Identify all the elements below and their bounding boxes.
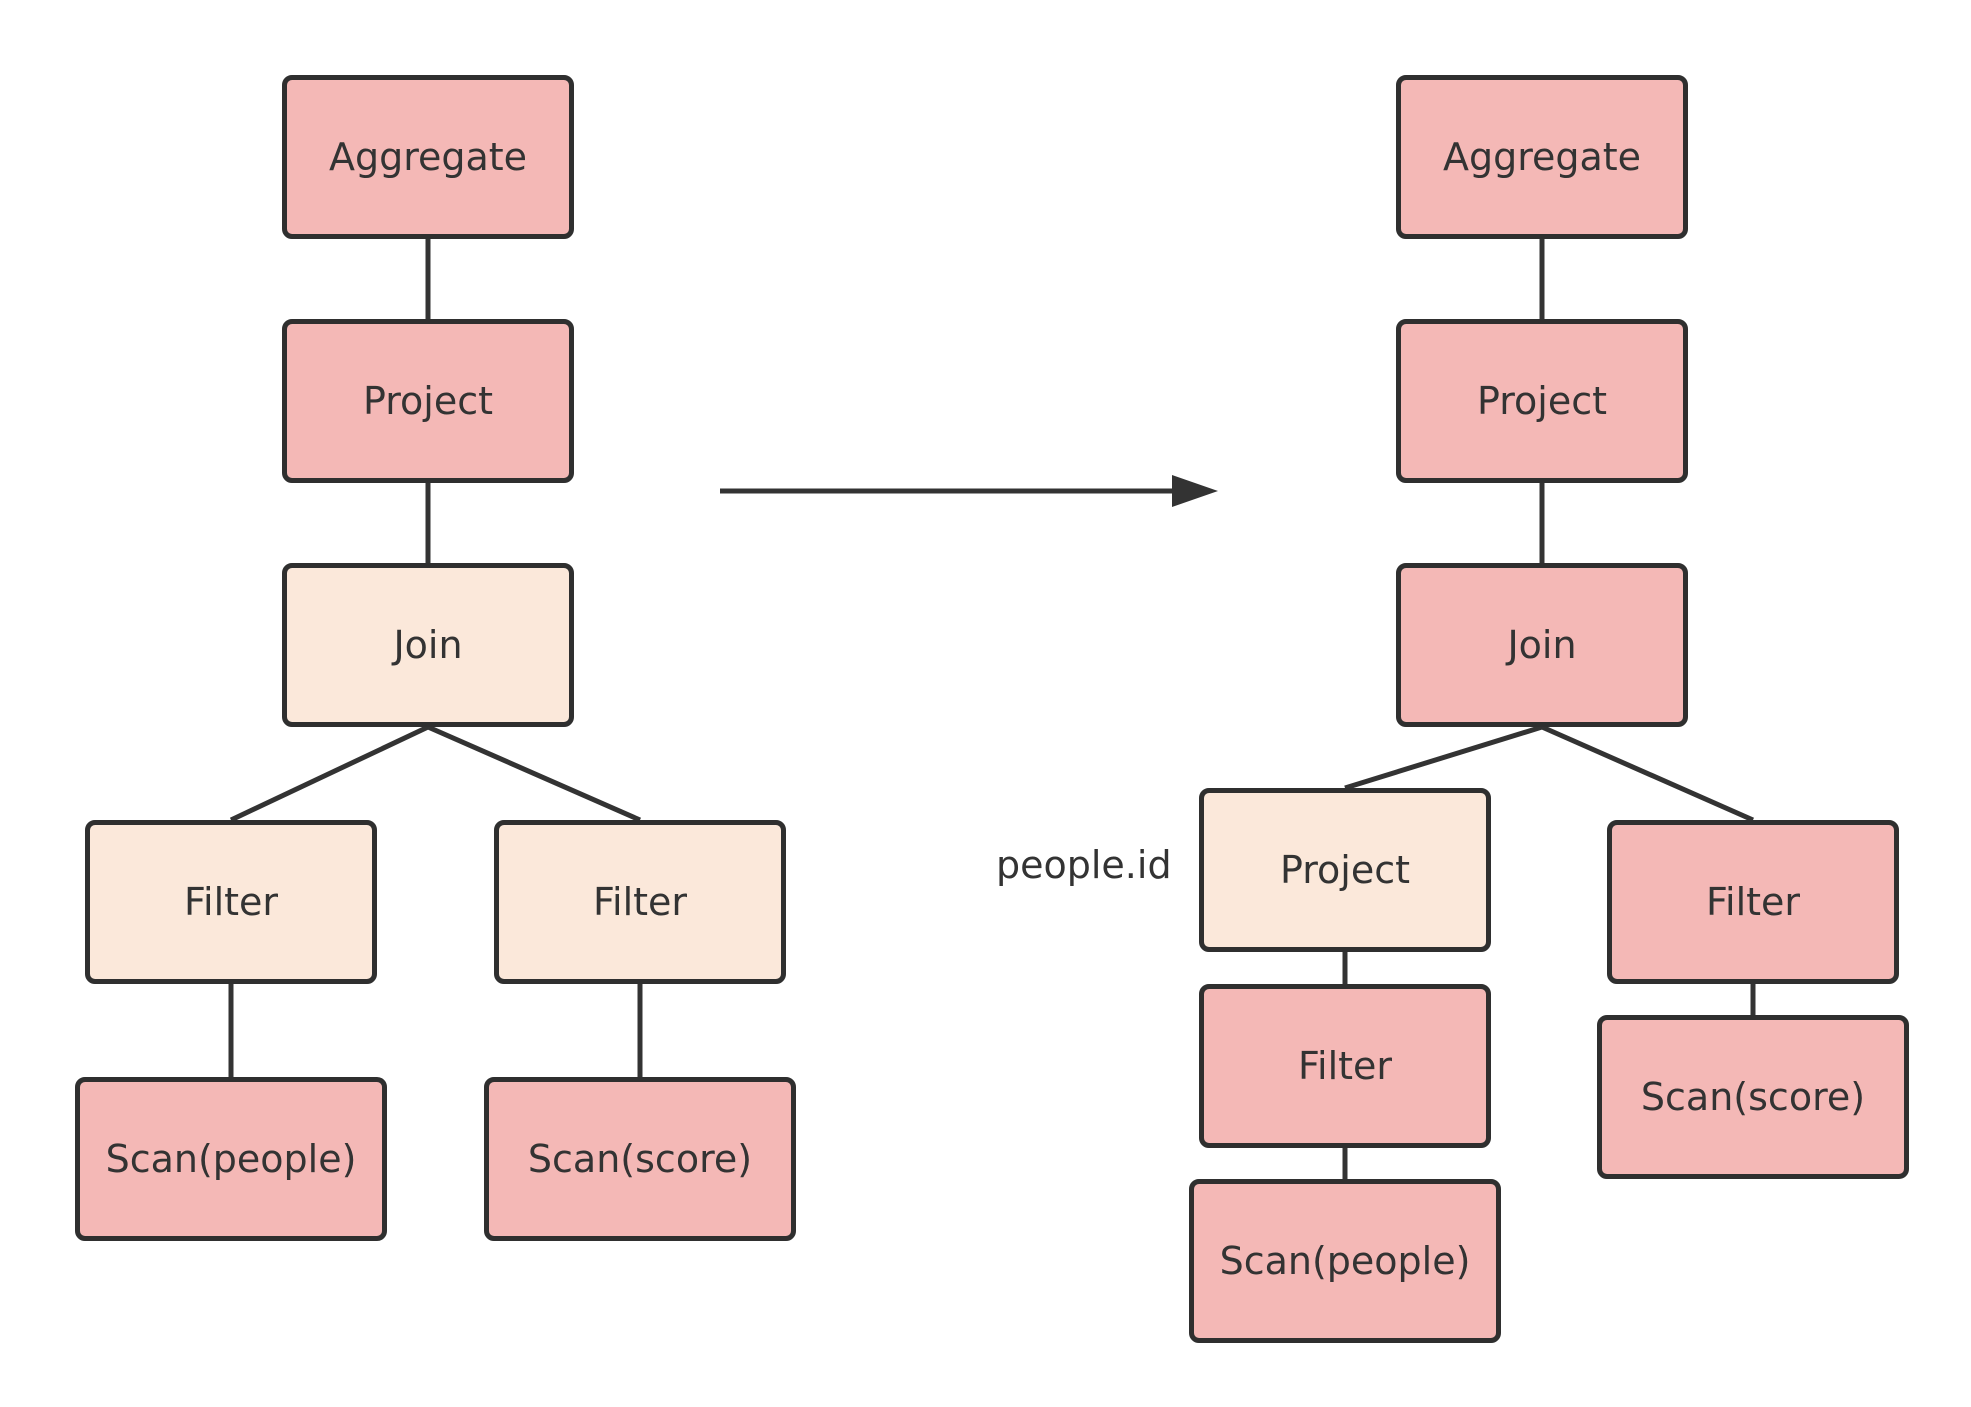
left-aggregate-node: Aggregate bbox=[282, 75, 574, 239]
right-project-node: Project bbox=[1396, 319, 1688, 483]
left-scan-score-node: Scan(score) bbox=[484, 1077, 796, 1241]
edge-l-join-filter-a bbox=[229, 724, 430, 823]
right-filter-people-node: Filter bbox=[1199, 984, 1491, 1148]
edge-r-join-project2 bbox=[1344, 724, 1543, 791]
right-project-people-node: Project bbox=[1199, 788, 1491, 952]
edge-l-join-filter-b bbox=[426, 724, 642, 823]
left-scan-people-node: Scan(people) bbox=[75, 1077, 387, 1241]
right-aggregate-node: Aggregate bbox=[1396, 75, 1688, 239]
right-filter-score-node: Filter bbox=[1607, 820, 1899, 984]
left-filter-people-node: Filter bbox=[85, 820, 377, 984]
project-columns-annotation: people.id bbox=[996, 843, 1172, 887]
transform-arrow-head bbox=[1172, 475, 1218, 507]
right-scan-score-node: Scan(score) bbox=[1597, 1015, 1909, 1179]
left-project-node: Project bbox=[282, 319, 574, 483]
right-join-node: Join bbox=[1396, 563, 1688, 727]
right-scan-people-node: Scan(people) bbox=[1189, 1179, 1501, 1343]
left-join-node: Join bbox=[282, 563, 574, 727]
edge-r-join-filter-b bbox=[1540, 724, 1755, 823]
left-filter-score-node: Filter bbox=[494, 820, 786, 984]
